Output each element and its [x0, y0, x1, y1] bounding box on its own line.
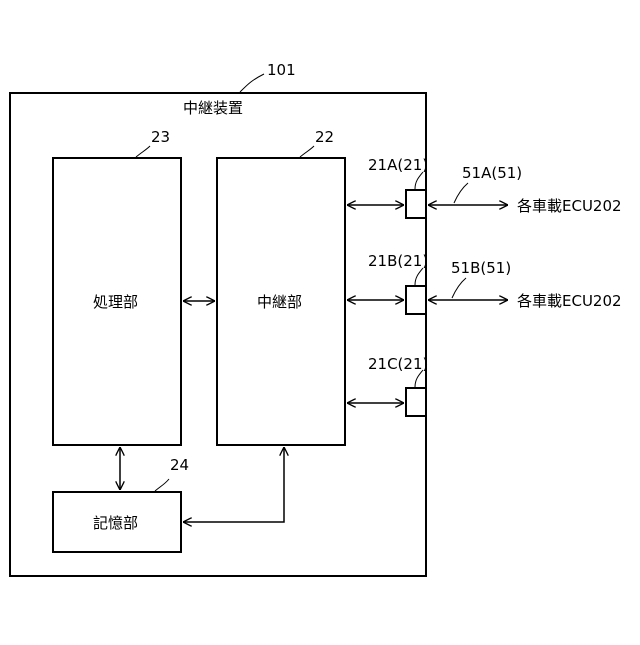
port-21c [406, 388, 426, 416]
line-51b-ref: 51B(51) [451, 259, 511, 277]
line-51a-ref-leader [454, 183, 468, 203]
relay-device-title: 中継装置 [183, 99, 243, 117]
port-a-ref: 21A(21) [368, 156, 428, 174]
port-21b [406, 286, 426, 314]
processing-unit-label: 処理部 [93, 293, 138, 311]
port-b-ref: 21B(21) [368, 252, 428, 270]
device-ref-leader [240, 74, 264, 92]
relay-unit-label: 中継部 [257, 293, 302, 311]
ecu-b-label: 各車載ECU202 [517, 292, 622, 310]
storage-unit-ref: 24 [170, 456, 189, 474]
processing-unit-ref: 23 [151, 128, 170, 146]
ecu-a-label: 各車載ECU202 [517, 197, 622, 215]
port-21a [406, 190, 426, 218]
line-51a-ref: 51A(51) [462, 164, 522, 182]
relay-unit-ref: 22 [315, 128, 334, 146]
line-51b-ref-leader [452, 278, 466, 298]
port-c-ref: 21C(21) [368, 355, 428, 373]
storage-unit-label: 記憶部 [93, 514, 138, 532]
device-ref-label: 101 [267, 61, 296, 79]
